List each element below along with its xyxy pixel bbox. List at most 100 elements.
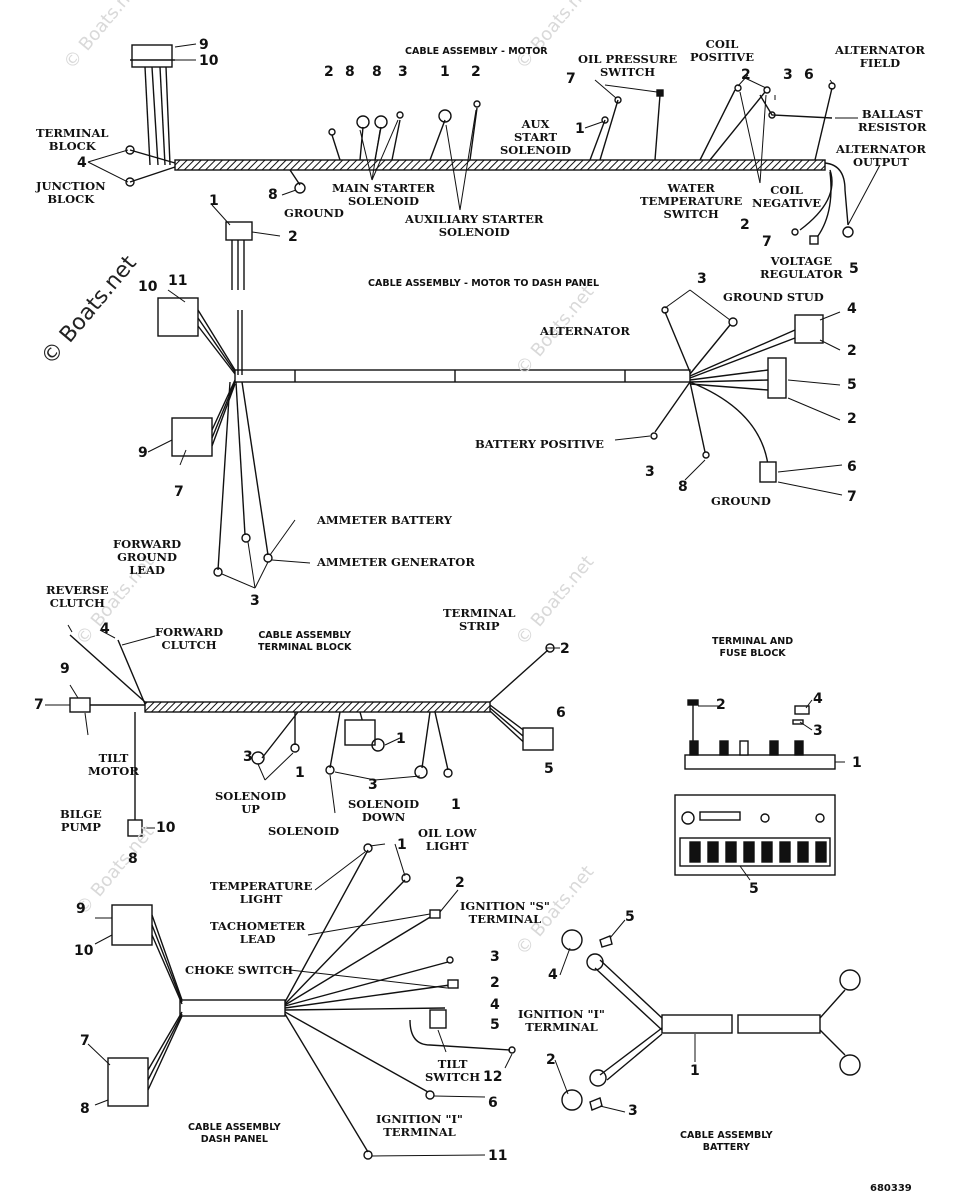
callout-5: 5	[544, 761, 554, 777]
motor-to-dash-harness	[157, 221, 824, 577]
label-ignition-s: IGNITION "S" TERMINAL	[460, 899, 550, 926]
terminal-block-harness	[69, 634, 555, 837]
callout-2: 2	[847, 343, 857, 359]
callout-4: 4	[490, 997, 500, 1013]
callout-3: 3	[645, 464, 655, 480]
callout-2: 2	[471, 64, 481, 80]
label-aux-starter: AUXILIARY STARTER SOLENOID	[405, 212, 544, 239]
callout-4: 4	[100, 621, 110, 637]
callout-6: 6	[556, 705, 566, 721]
label-tachometer-lead: TACHOMETER LEAD	[210, 919, 306, 946]
label-coil-negative: COIL NEGATIVE	[752, 183, 822, 210]
callout-3: 3	[490, 949, 500, 965]
label-junction-block: JUNCTION BLOCK	[36, 179, 106, 206]
callout-6: 6	[847, 459, 857, 475]
callout-8: 8	[372, 64, 382, 80]
callout-1: 1	[852, 755, 862, 771]
callout-1: 1	[396, 731, 406, 747]
label-main-starter: MAIN STARTER SOLENOID	[332, 181, 435, 208]
label-water-temp: WATER TEMPERATURE SWITCH	[640, 181, 743, 221]
label-battery-positive: BATTERY POSITIVE	[475, 437, 604, 451]
callout-6: 6	[488, 1095, 498, 1111]
motor-harness	[125, 44, 854, 245]
label-ground-stud: GROUND STUD	[723, 290, 824, 304]
callout-7: 7	[847, 489, 857, 505]
callout-1: 1	[451, 797, 461, 813]
label-ignition-i-right: IGNITION "I" TERMINAL	[518, 1007, 605, 1034]
callout-6: 6	[804, 67, 814, 83]
callout-4: 4	[813, 691, 823, 707]
label-temperature-light: TEMPERATURE LIGHT	[210, 879, 313, 906]
callout-8: 8	[268, 187, 278, 203]
callout-9: 9	[76, 901, 86, 917]
label-alternator: ALTERNATOR	[540, 324, 630, 338]
title-motor: CABLE ASSEMBLY - MOTOR	[405, 46, 548, 57]
label-oil-pressure: OIL PRESSURE SWITCH	[578, 52, 678, 79]
label-tilt-switch: TILT SWITCH	[425, 1057, 481, 1084]
label-solenoid: SOLENOID	[268, 824, 340, 838]
label-tilt-motor: TILT MOTOR	[88, 751, 139, 778]
label-forward-clutch: FORWARD CLUTCH	[155, 625, 224, 652]
callout-2: 2	[560, 641, 570, 657]
label-ground: GROUND	[284, 206, 344, 220]
callout-8: 8	[128, 851, 138, 867]
callout-2: 2	[847, 411, 857, 427]
callout-9: 9	[199, 37, 209, 53]
callout-2: 2	[490, 975, 500, 991]
callout-1: 1	[690, 1063, 700, 1079]
callout-12: 12	[483, 1069, 503, 1085]
figure-code: 680339	[870, 1183, 912, 1194]
callout-3: 3	[628, 1103, 638, 1119]
callout-2: 2	[546, 1052, 556, 1068]
callout-3: 3	[813, 723, 823, 739]
label-choke-switch: CHOKE SWITCH	[185, 963, 293, 977]
callout-5: 5	[625, 909, 635, 925]
dash-panel-harness	[107, 843, 516, 1160]
fuse-block	[674, 699, 836, 876]
callout-1: 1	[440, 64, 450, 80]
callout-10: 10	[199, 53, 219, 69]
callout-1: 1	[575, 121, 585, 137]
label-aux-start: AUX START SOLENOID	[500, 117, 572, 157]
label-ground-2: GROUND	[711, 494, 771, 508]
callout-3: 3	[250, 593, 260, 609]
callout-11: 11	[168, 273, 188, 289]
title-terminal-fuse: TERMINAL AND FUSE BLOCK	[712, 636, 794, 659]
callout-5: 5	[849, 261, 859, 277]
callout-8: 8	[678, 479, 688, 495]
label-coil-positive: COIL POSITIVE	[690, 37, 754, 64]
callout-7: 7	[174, 484, 184, 500]
callout-10: 10	[156, 820, 176, 836]
title-motor-to-dash: CABLE ASSEMBLY - MOTOR TO DASH PANEL	[368, 278, 600, 289]
callout-3: 3	[368, 777, 378, 793]
callout-7: 7	[34, 697, 44, 713]
label-alternator-output: ALTERNATOR OUTPUT	[836, 142, 926, 169]
callout-3: 3	[398, 64, 408, 80]
callout-3: 3	[783, 67, 793, 83]
label-voltage-regulator: VOLTAGE REGULATOR	[760, 254, 843, 281]
label-oil-low-light: OIL LOW LIGHT	[418, 826, 477, 853]
title-dash-panel: CABLE ASSEMBLY DASH PANEL	[188, 1122, 281, 1145]
callout-8: 8	[80, 1101, 90, 1117]
label-terminal-block: TERMINAL BLOCK	[36, 126, 109, 153]
callout-7: 7	[762, 234, 772, 250]
label-alternator-field: ALTERNATOR FIELD	[835, 43, 925, 70]
leader-lines	[45, 43, 881, 1157]
callout-1: 1	[295, 765, 305, 781]
callout-3: 3	[697, 271, 707, 287]
callout-3: 3	[243, 749, 253, 765]
title-terminal-block: CABLE ASSEMBLY TERMINAL BLOCK	[258, 630, 352, 653]
label-bilge-pump: BILGE PUMP	[60, 807, 102, 834]
label-ballast-resistor: BALLAST RESISTOR	[858, 107, 927, 134]
callout-7: 7	[566, 71, 576, 87]
callout-4: 4	[77, 155, 87, 171]
callout-1: 1	[397, 837, 407, 853]
label-solenoid-up: SOLENOID UP	[215, 789, 287, 816]
label-solenoid-down: SOLENOID DOWN	[348, 797, 420, 824]
callout-1: 1	[209, 193, 219, 209]
callout-5: 5	[749, 881, 759, 897]
callout-2: 2	[741, 67, 751, 83]
callout-2: 2	[324, 64, 334, 80]
callout-5: 5	[490, 1017, 500, 1033]
